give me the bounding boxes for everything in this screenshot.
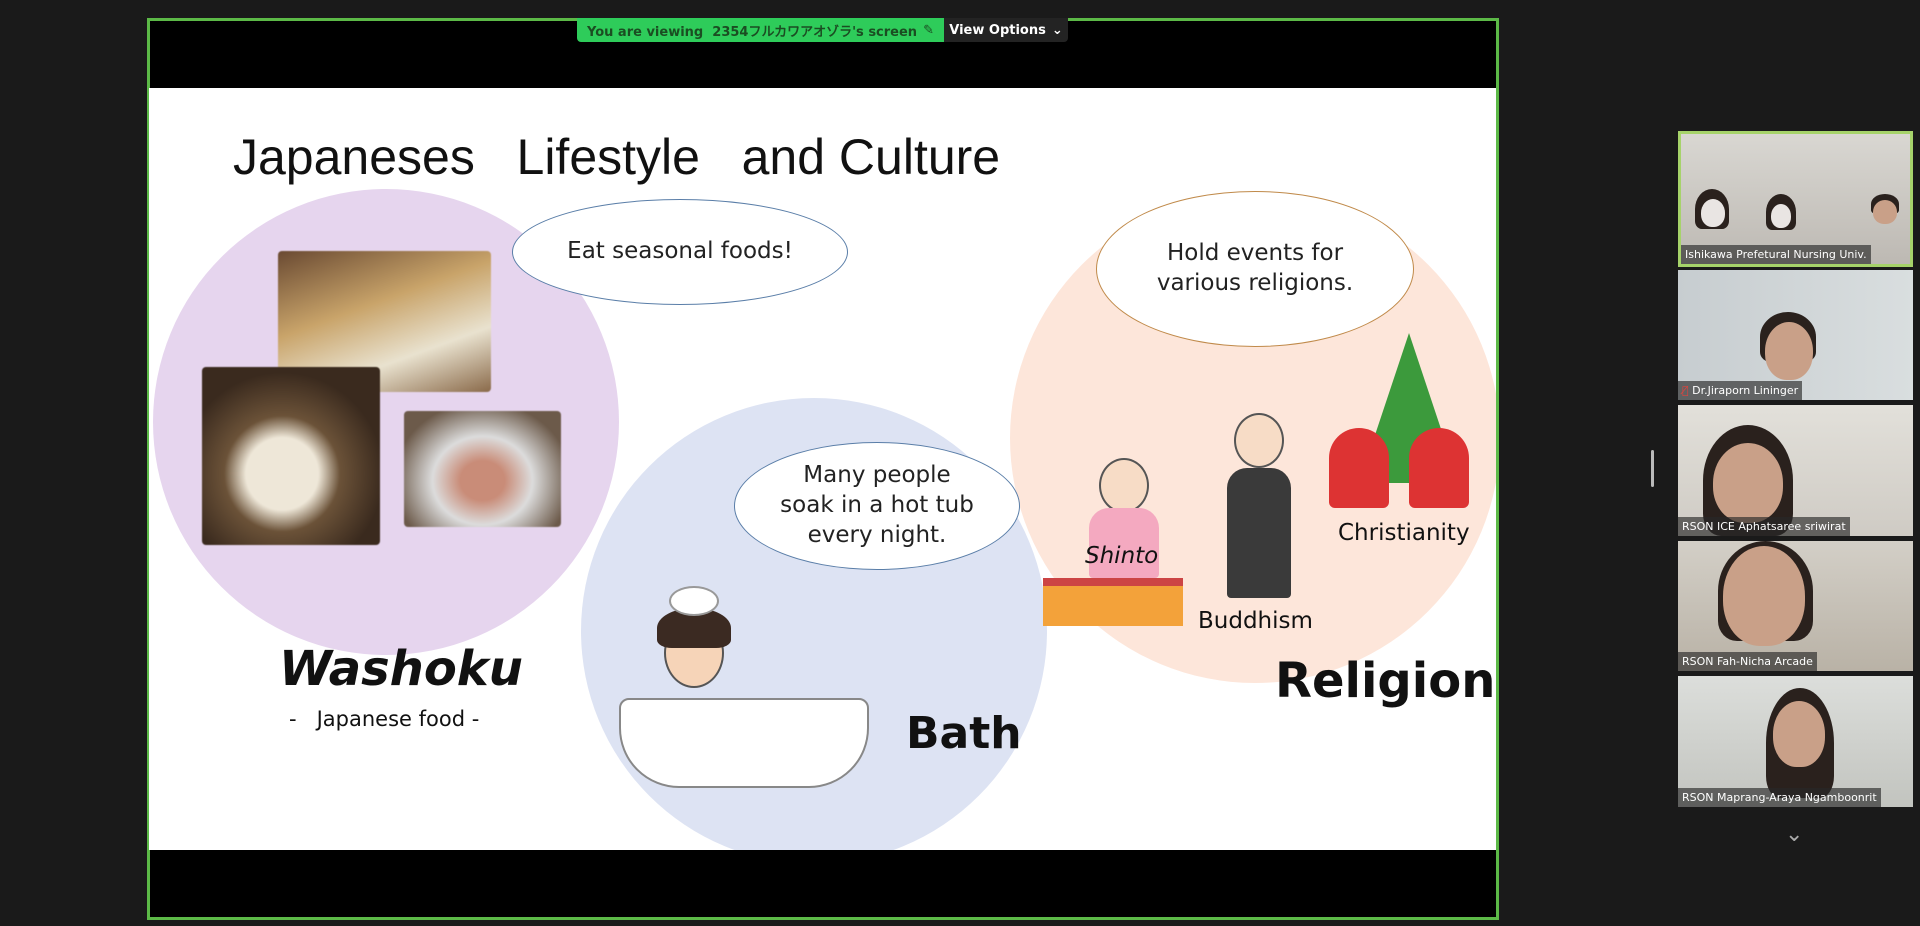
participant-name-text: Dr.Jiraporn Lininger (1692, 384, 1799, 397)
scroll-down-chevron-icon[interactable]: ⌄ (1785, 822, 1804, 847)
religion-label: Religion (1275, 653, 1496, 709)
religion-bubble-line: Hold events for (1166, 240, 1344, 267)
rice-bowl-photo (202, 367, 380, 545)
bath-bubble-line: every night. (807, 521, 947, 548)
washoku-bubble-text: Eat seasonal foods! (567, 238, 793, 265)
view-options-label: View Options (949, 22, 1046, 38)
shinto-illustration (1043, 428, 1199, 628)
chevron-down-icon: ⌄ (1051, 22, 1063, 38)
shinto-label: Shinto (1085, 543, 1159, 569)
religion-speech-bubble: Hold events for various religions. (1096, 191, 1414, 347)
washoku-sublabel: - Japanese food - (289, 707, 480, 731)
sashimi-photo (404, 411, 561, 527)
bath-label: Bath (906, 708, 1022, 759)
participant-tile[interactable]: Ishikawa Prefetural Nursing Univ. (1678, 131, 1913, 267)
washoku-speech-bubble: Eat seasonal foods! (512, 199, 848, 305)
screen-share-banner: You are viewing 2354フルカワアオゾラ's screen ✎ V… (577, 18, 1068, 42)
slide-title: Japaneses Lifestyle and Culture (233, 129, 1001, 185)
participant-name: RSON Maprang-Araya Ngamboonrit (1678, 788, 1881, 807)
mic-muted-icon: 🎙̸ (1682, 384, 1693, 397)
bath-bubble-line: soak in a hot tub (780, 492, 974, 519)
participant-tile[interactable]: RSON ICE Aphatsaree sriwirat (1678, 405, 1913, 536)
participant-name: RSON Fah-Nicha Arcade (1678, 652, 1817, 671)
bathtub-illustration (609, 578, 879, 808)
participant-name: 🎙̸ Dr.Jiraporn Lininger (1678, 381, 1803, 400)
viewing-text: You are viewing 2354フルカワアオゾラ's screen (587, 24, 918, 40)
viewing-status: You are viewing 2354フルカワアオゾラ's screen ✎ (577, 18, 944, 42)
participant-tile[interactable]: RSON Maprang-Araya Ngamboonrit (1678, 676, 1913, 807)
participant-name: Ishikawa Prefetural Nursing Univ. (1681, 245, 1871, 264)
presentation-slide: Japaneses Lifestyle and Culture Eat seas… (149, 88, 1496, 850)
mic-muted-icon: ✎ (923, 22, 934, 38)
religion-bubble-line: various religions. (1156, 270, 1354, 296)
participant-tile[interactable]: 🎙̸ Dr.Jiraporn Lininger (1678, 270, 1913, 400)
christmas-illustration (1319, 333, 1489, 513)
gallery-resize-handle[interactable] (1651, 450, 1654, 487)
buddhism-illustration (1219, 413, 1299, 613)
bath-speech-bubble: Many people soak in a hot tub every nigh… (734, 442, 1020, 570)
washoku-label: Washoku (279, 641, 523, 697)
participant-name: RSON ICE Aphatsaree sriwirat (1678, 517, 1850, 536)
christianity-label: Christianity (1338, 520, 1470, 546)
view-options-button[interactable]: View Options ⌄ (944, 18, 1068, 42)
bath-bubble-line: Many people (803, 462, 951, 489)
buddhism-label: Buddhism (1198, 608, 1313, 634)
participant-tile[interactable]: RSON Fah-Nicha Arcade (1678, 541, 1913, 671)
